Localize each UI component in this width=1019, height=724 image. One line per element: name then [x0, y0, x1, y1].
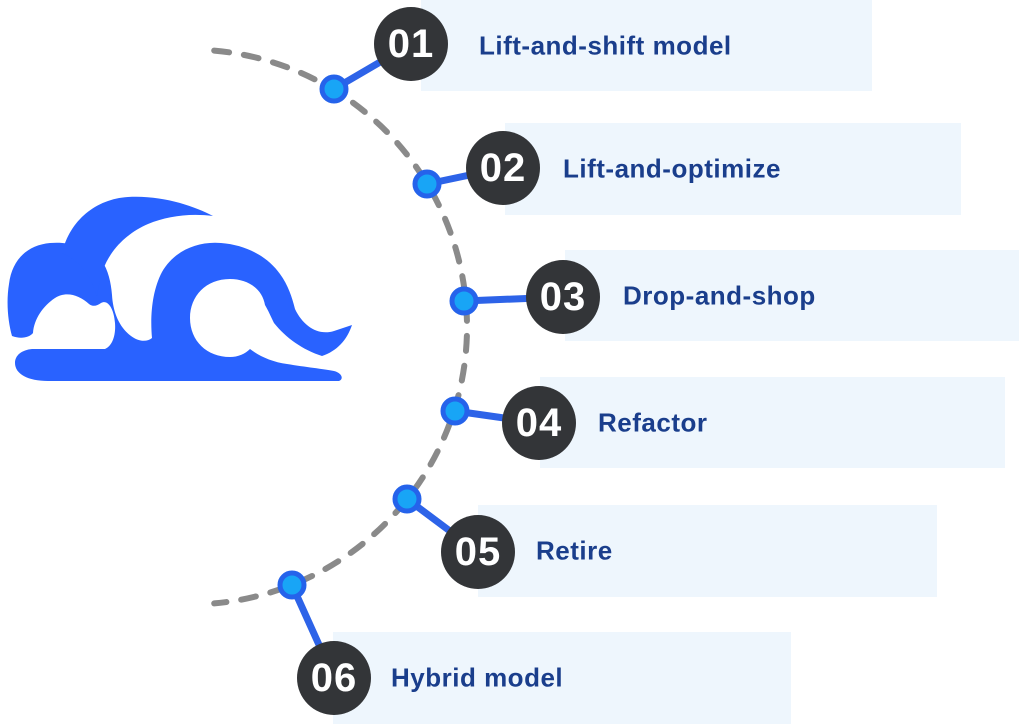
step-bar-6: Hybrid model	[333, 632, 791, 724]
step-badge-3: 03	[526, 260, 600, 334]
step-bar-2: Lift-and-optimize	[505, 123, 961, 215]
arc-node-5	[392, 484, 422, 514]
step-bar-1: Lift-and-shift model	[421, 0, 872, 91]
arc-node-6	[277, 570, 307, 600]
step-label-5: Retire	[536, 535, 613, 566]
step-bar-4: Refactor	[540, 377, 1005, 468]
step-number-3: 03	[539, 274, 587, 319]
step-label-2: Lift-and-optimize	[563, 153, 781, 184]
step-badge-4: 04	[502, 386, 576, 460]
arc-nodes	[277, 74, 479, 600]
cloud-icon	[7, 196, 353, 381]
step-bar-5: Retire	[478, 505, 937, 597]
step-badge-6: 06	[297, 641, 371, 715]
migration-arc	[211, 47, 471, 607]
arc-node-2	[412, 169, 442, 199]
step-label-3: Drop-and-shop	[623, 280, 816, 310]
step-badge-2: 02	[466, 131, 540, 205]
arc-node-3	[449, 286, 479, 316]
cloud-crescent	[62, 196, 213, 297]
step-number-6: 06	[310, 655, 358, 700]
step-number-4: 04	[515, 400, 563, 445]
step-number-1: 01	[387, 21, 435, 66]
step-number-5: 05	[454, 529, 502, 574]
cloud-body	[7, 242, 353, 381]
step-bar-3: Drop-and-shop	[565, 250, 1019, 341]
step-label-6: Hybrid model	[391, 662, 564, 693]
step-badge-5: 05	[441, 515, 515, 589]
step-number-2: 02	[479, 145, 527, 190]
arc-node-1	[319, 74, 349, 104]
arc-node-4	[440, 396, 470, 426]
step-badge-1: 01	[374, 7, 448, 81]
step-label-1: Lift-and-shift model	[479, 30, 732, 60]
step-label-4: Refactor	[598, 407, 708, 437]
